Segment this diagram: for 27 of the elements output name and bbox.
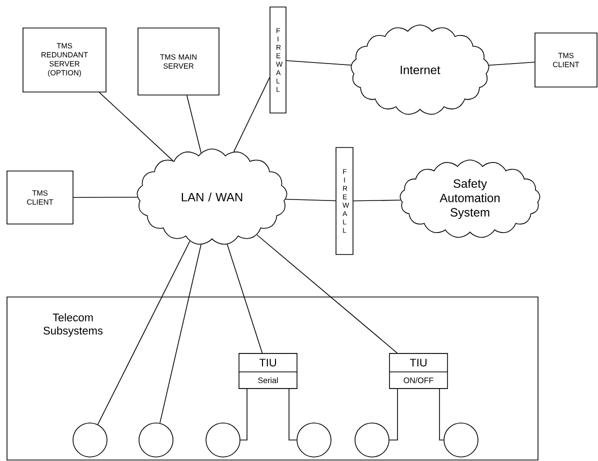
device-circle <box>72 422 108 458</box>
connector-line <box>286 60 352 66</box>
connector-line <box>160 244 202 424</box>
connector-line <box>353 200 401 202</box>
device-circle <box>444 422 478 458</box>
network-cloud: Internet <box>350 24 490 115</box>
connector-line <box>488 62 535 66</box>
connector-line <box>288 388 297 440</box>
network-cloud: Safety Automation System <box>400 160 540 238</box>
connector-line <box>97 240 190 425</box>
interface-box: TIU Serial <box>238 353 298 389</box>
device-circle <box>138 422 174 458</box>
connector-line <box>389 388 398 440</box>
connector-line <box>98 92 174 161</box>
connector-line <box>439 388 444 440</box>
interface-box: TIU ON/OFF <box>389 353 448 389</box>
connector-line <box>240 388 248 440</box>
connector-line <box>186 95 202 154</box>
connector-line <box>226 244 263 354</box>
device-circle <box>206 422 240 458</box>
connector-line <box>233 77 270 152</box>
network-cloud: LAN / WAN <box>136 148 288 245</box>
connector-line <box>285 198 336 202</box>
connector-line <box>73 196 138 198</box>
device-circle <box>296 422 332 458</box>
device-circle <box>354 422 390 458</box>
connector-line <box>256 234 398 354</box>
